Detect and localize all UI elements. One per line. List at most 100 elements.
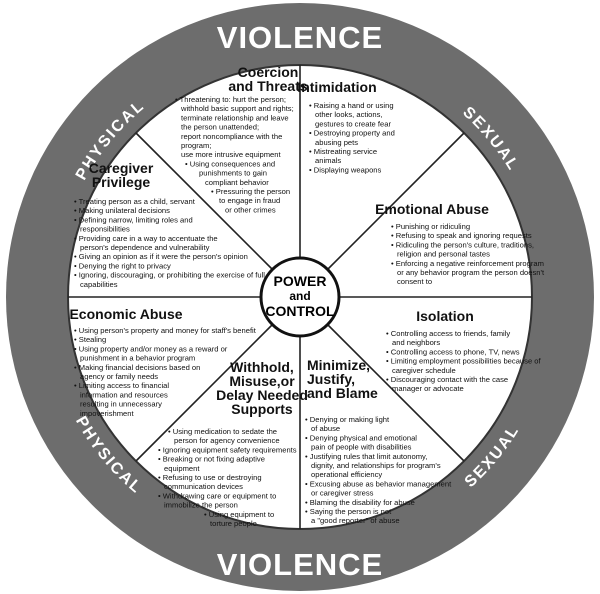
segment-title: Caregiver [89,160,154,176]
segment-item-text: of abuse [311,424,340,433]
segment-item-text: consent to [397,277,432,286]
segment-item-text: • Refusing to use or destroying [158,473,262,482]
segment-item-text: and neighbors [392,338,440,347]
segment-item-text: agency or family needs [80,372,158,381]
segment-item-text: punishments to gain [199,169,267,178]
rim-violence-bottom: VIOLENCE [217,547,383,582]
segment-item-text: manager or advocate [392,384,464,393]
segment-title: Coercion [238,64,299,80]
segment-item-text: or caregiver stress [311,489,374,498]
segment-item-text: to engage in fraud [219,196,280,205]
segment-item-text: report noncompliance with the [181,132,282,141]
segment-item-text: • Stealing [74,335,106,344]
segment-item-text: animals [315,156,341,165]
segment-item-text: • Making financial decisions based on [74,363,200,372]
segment-title: Intimidation [297,79,376,95]
segment-title: Isolation [416,308,474,324]
segment-item-text: • Denying or making light [305,415,390,424]
segment-item-text: • Blaming the disability for abuse [305,498,415,507]
segment-title: Withhold, [230,359,294,375]
segment-item-text: immobilize the person [164,501,238,510]
segment-item-text: • Ignoring, discouraging, or prohibiting… [74,271,265,280]
segment-item-text: responsibilities [80,225,130,234]
segment-item-text: torture people [210,519,257,528]
segment-item-text: abusing pets [315,138,358,147]
segment-item-text: operational efficiency [311,470,382,479]
segment-item-text: • Treating person as a child, servant [74,197,196,206]
segment-item-text: • Discouraging contact with the case [386,375,508,384]
segment-item-text: • Threatening to: hurt the person; [175,95,286,104]
segment-item-text: use more intrusive equipment [181,150,282,159]
hub-control: CONTROL [265,303,335,319]
segment-title: Minimize, [307,357,370,373]
segment-item-text: program; [181,141,211,150]
segment-title: Misuse,or [229,373,295,389]
segment-item-text: • Giving an opinion as if it were the pe… [74,252,248,261]
segment-item-text: communication devices [164,482,243,491]
segment-economic-abuse: Economic Abuse • Using person's property … [69,306,256,418]
segment-item-text: gestures to create fear [315,119,391,128]
segment-item-text: • Enforcing a negative reinforcement pro… [391,259,544,268]
segment-item-text: caregiver schedule [392,366,456,375]
segment-item-text: • Displaying weapons [309,165,382,174]
segment-title: and Threats [228,78,308,94]
segment-item-text: • Controlling access to friends, family [386,329,510,338]
segment-item-text: religion and personal tastes [397,250,490,259]
segment-emotional-abuse: Emotional Abuse • Punishing or ridiculing… [375,201,545,286]
spokes [68,65,532,529]
segment-item-text: • Destroying property and [309,129,395,138]
segment-title: Delay Needed [216,387,308,403]
segment-item-text: other looks, actions, [315,110,383,119]
segment-title: Emotional Abuse [375,201,489,217]
segment-item-text: • Making unilateral decisions [74,206,170,215]
segment-item-text: or other crimes [225,205,276,214]
segment-item-text: punishment in a behavior program [80,354,195,363]
segment-item-text: • Denying the right to privacy [74,261,171,270]
segment-item-text: • Raising a hand or using [309,101,394,110]
segment-title: and Blame [307,385,378,401]
segment-item-text: • Mistreating service [309,147,377,156]
segment-item-text: or any behavior program the person doesn… [397,268,545,277]
segment-item-text: • Withdrawing care or equipment to [158,491,276,500]
segment-title: Economic Abuse [69,306,182,322]
segment-item-text: • Using equipment to [204,510,274,519]
segment-item-text: • Punishing or ridiculing [391,222,470,231]
segment-item-text: pain of people with disabilities [311,443,412,452]
segment-item-text: information and resources [80,390,168,399]
segment-item-text: • Using property and/or money as a rewar… [74,344,228,353]
segment-item-text: • Denying physical and emotional [305,433,417,442]
segment-item-text: • Saying the person is not [305,507,392,516]
segment-item-text: dignity, and relationships for program's [311,461,441,470]
hub-power: POWER [274,273,327,289]
segment-title: Supports [231,401,293,417]
segment-item-text: • Using consequences and [185,159,275,168]
segment-item-text: withhold basic support and rights; [180,104,294,113]
segment-item-text: • Defining narrow, limiting roles and [74,215,193,224]
segment-item-text: terminate relationship and leave [181,113,289,122]
segment-item-text: resulting in unnecessary [80,400,162,409]
segment-item-text: • Limiting access to financial [74,381,169,390]
segment-title: Privilege [92,174,151,190]
segment-item-text: • Ridiculing the person's culture, tradi… [391,240,534,249]
rim-violence-top: VIOLENCE [217,20,383,55]
segment-item-text: • Refusing to speak and ignoring request… [391,231,532,240]
hub-and: and [289,289,310,303]
segment-item-text: • Using person's property and money for … [74,326,257,335]
segment-item-text: • Ignoring equipment safety requirements [158,445,297,454]
segment-item-text: capabilities [80,280,118,289]
segment-item-text: • Limiting employment possibilities beca… [386,357,541,366]
segment-item-text: person's dependence and vulnerability [80,243,210,252]
segment-item-text: • Providing care in a way to accentuate … [74,234,218,243]
segment-title: Justify, [307,371,355,387]
segment-item-text: equipment [164,464,200,473]
segment-item-text: • Excusing abuse as behavior management [305,479,452,488]
segment-item-text: impoverishment [80,409,134,418]
segment-item-text: the person unattended; [181,123,259,132]
hub-circle [259,256,341,338]
segment-item-text: • Using medication to sedate the [168,427,277,436]
segment-intimidation: Intimidation • Raising a hand or usingoth… [297,79,394,174]
segment-item-text: a "good reporter" of abuse [311,516,400,525]
